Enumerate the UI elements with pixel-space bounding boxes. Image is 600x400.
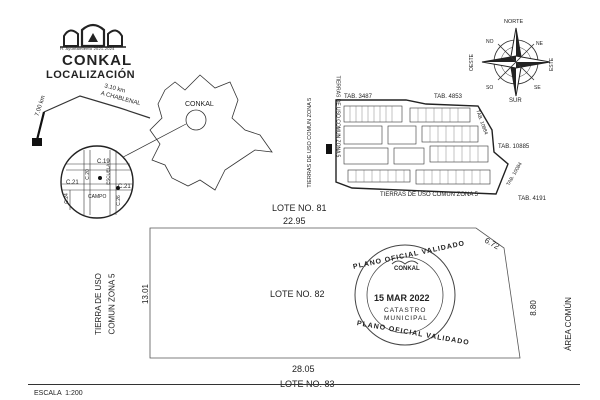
tab-label-4191: TAB. 4191 (518, 196, 546, 202)
inset-street-c20: C.20 (84, 169, 91, 180)
location-map (32, 74, 273, 219)
compass-se: SE (534, 85, 541, 91)
inset-street-c21-right: C.21 (118, 184, 131, 190)
inset-landmark-field: CAMPO (88, 194, 107, 200)
compass-rose (481, 27, 551, 97)
town-boundary (149, 74, 273, 191)
lot-82-boundary (149, 227, 521, 359)
compass-east: ESTE (549, 57, 556, 72)
subdivision-blocks (343, 105, 491, 185)
stamp-office-line2: MUNICIPAL (384, 315, 428, 322)
validation-stamp (354, 244, 456, 346)
compass-sw: SO (486, 85, 494, 91)
tab-label-3487: TAB. 3487 (344, 94, 372, 100)
dim-right: 8.80 (528, 300, 538, 316)
town-center-marker (185, 109, 207, 131)
dim-left: 13.01 (141, 283, 151, 305)
compass-north: NORTE (504, 19, 524, 25)
palace-icon (60, 23, 126, 48)
subject-lot-marker (326, 144, 332, 154)
inset-streets (62, 150, 132, 215)
scale-label: ESCALA 1:200 (34, 390, 83, 397)
municipal-logo (58, 22, 128, 62)
logo-wordmark: CONKAL (62, 52, 133, 69)
north-neighbor-label: LOTE NO. 81 (272, 203, 327, 213)
dim-bottom: 28.05 (292, 364, 315, 374)
west-neighbor-line1: TIERRA DE USO (93, 273, 103, 335)
section-title: LOCALIZACIÓN (46, 69, 136, 81)
stamp-date: 15 MAR 2022 (374, 293, 430, 303)
stamp-brand: CONKAL (394, 266, 420, 272)
logo-caption: H. Ayuntamiento 2021-2024 (60, 46, 115, 51)
subdivision-map (326, 99, 509, 195)
road-line (43, 95, 151, 119)
compass-nw: NO (486, 39, 494, 45)
stamp-emblem-icon (391, 260, 419, 265)
tab-label-10885: TAB. 10885 (498, 144, 530, 150)
subdivision-boundary (335, 99, 509, 195)
east-neighbor-label: ÁREA COMÚN (563, 297, 573, 351)
subdivision-inner-label: TIERRAS DE USO COMUN ZONA 5 (334, 75, 341, 158)
compass-south: SUR (509, 98, 522, 104)
inset-street-c24: C.24 (63, 193, 70, 204)
subdivision-bottom-label: TIERRAS DE USO COMUN ZONA 5 (380, 192, 479, 198)
dim-top: 22.95 (283, 216, 306, 226)
compass-ne: NE (536, 41, 543, 47)
footer-rule (28, 384, 580, 385)
lot-label: LOTE NO. 82 (270, 289, 325, 299)
tab-label-4853: TAB. 4853 (434, 94, 462, 100)
inset-street-c21-left: C.21 (66, 180, 79, 186)
inset-landmark-school: ESCUELA (105, 163, 111, 185)
subdivision-left-label: TIERRAS DE USO COMUN ZONA 5 (307, 97, 314, 188)
inset-street-c19: C.19 (97, 159, 110, 165)
inset-street-c26: C.26 (115, 195, 122, 206)
compass-west: OESTE (468, 54, 475, 71)
lot-plan-outline (149, 227, 521, 359)
west-neighbor-line2: COMUN ZONA 5 (107, 273, 117, 335)
town-label: CONKAL (185, 101, 214, 108)
stamp-office-line1: CATASTRO (384, 307, 427, 314)
